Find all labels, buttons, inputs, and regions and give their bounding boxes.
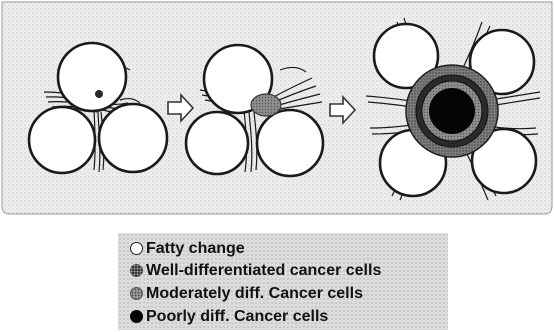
fat-cell xyxy=(257,110,323,176)
lesion-large-nodule xyxy=(406,65,498,157)
legend-label: Moderately diff. Cancer cells xyxy=(146,285,363,303)
legend-item: Well-differentiated cancer cells xyxy=(130,260,381,281)
legend-item: Poorly diff. Cancer cells xyxy=(130,306,328,327)
fat-cell xyxy=(99,104,167,172)
open-circle-icon xyxy=(130,242,143,255)
lesion-nodule xyxy=(251,94,281,116)
fat-cell xyxy=(186,112,248,174)
legend-item: Moderately diff. Cancer cells xyxy=(130,283,363,304)
grey-stippled-circle-icon xyxy=(130,287,143,300)
legend-item: Fatty change xyxy=(130,238,245,259)
legend-label: Well-differentiated cancer cells xyxy=(146,262,381,280)
lesion-dot xyxy=(95,90,103,98)
legend-label: Poorly diff. Cancer cells xyxy=(146,308,328,326)
legend-label: Fatty change xyxy=(146,240,245,258)
legend: Fatty change Well-differentiated cancer … xyxy=(118,233,448,330)
dark-stippled-circle-icon xyxy=(130,264,143,277)
black-circle-icon xyxy=(130,310,143,323)
fat-cell xyxy=(58,43,126,111)
fat-cell xyxy=(29,107,95,173)
